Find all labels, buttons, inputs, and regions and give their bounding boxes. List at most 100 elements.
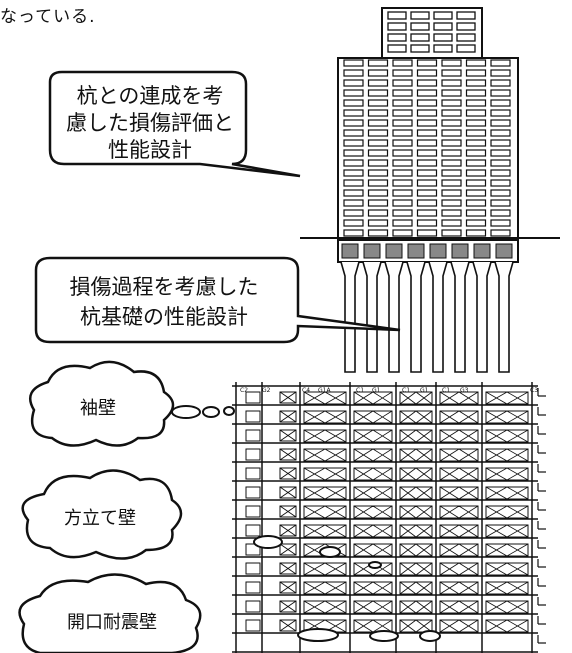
column-label: C2 <box>240 387 248 394</box>
wall-panel <box>353 486 393 500</box>
window <box>392 209 413 217</box>
callout-1-line-2: 慮した損傷評価と <box>66 111 234 135</box>
wall-panel <box>399 410 433 424</box>
wall-x <box>353 505 393 519</box>
wall-x <box>353 448 393 462</box>
window <box>367 219 389 227</box>
window <box>367 89 389 97</box>
window <box>343 69 364 77</box>
window <box>343 209 364 217</box>
window <box>392 169 413 177</box>
wall-panel <box>353 581 393 595</box>
window <box>410 11 430 20</box>
window <box>490 79 511 87</box>
callout-1-line-3: 性能設計 <box>108 138 192 162</box>
wall-x <box>353 524 393 538</box>
wall-x <box>439 619 479 633</box>
cloud-1-label: 袖壁 <box>80 398 116 419</box>
pile-cap <box>363 243 381 259</box>
wall-x <box>279 562 297 575</box>
column-label: C3 <box>530 387 538 394</box>
wall-x <box>439 448 479 462</box>
window <box>416 149 438 157</box>
wall-x <box>279 600 297 613</box>
wall-panel <box>399 467 433 481</box>
pile <box>472 261 492 373</box>
window <box>490 219 511 227</box>
wall-panel <box>439 448 479 462</box>
column-label: C1 <box>402 387 410 394</box>
wall-panel <box>303 600 347 614</box>
window <box>441 109 462 117</box>
wall-x <box>279 505 297 518</box>
window <box>343 169 364 177</box>
window <box>392 229 413 237</box>
wall-x <box>399 543 433 557</box>
wall-x <box>279 486 297 499</box>
wall-panel <box>485 429 529 443</box>
window <box>367 79 389 87</box>
pile-cap <box>341 243 359 259</box>
window <box>416 229 438 237</box>
window <box>416 209 438 217</box>
wall-x <box>279 391 297 404</box>
window <box>367 229 389 237</box>
wall-x <box>399 562 433 576</box>
wall-x <box>485 429 529 443</box>
window <box>416 129 438 137</box>
wall-x <box>303 562 347 576</box>
window <box>490 189 511 197</box>
wall-x <box>303 581 347 595</box>
wall-panel <box>353 429 393 443</box>
wall-panel <box>303 429 347 443</box>
window <box>392 139 413 147</box>
wall-panel <box>303 467 347 481</box>
wall-x <box>485 543 529 557</box>
wall-panel <box>353 448 393 462</box>
wall-x <box>399 467 433 481</box>
wall-x <box>353 391 393 405</box>
wall-x <box>279 581 297 594</box>
window <box>392 79 413 87</box>
wall-x <box>279 524 297 537</box>
wall-panel <box>485 410 529 424</box>
wall-x <box>303 505 347 519</box>
pile-cap <box>385 243 403 259</box>
wall-x <box>399 410 433 424</box>
window <box>392 149 413 157</box>
window <box>416 99 438 107</box>
cloud-1-trail-1 <box>171 405 201 419</box>
window <box>441 99 462 107</box>
wall-x <box>353 410 393 424</box>
window <box>410 44 430 53</box>
wall-x <box>303 391 347 405</box>
callout-pile-performance: 損傷過程を考慮した 杭基礎の性能設計 <box>34 256 401 344</box>
wall-x <box>485 505 529 519</box>
window <box>456 33 476 42</box>
window <box>465 119 487 127</box>
wall-panel <box>439 410 479 424</box>
window <box>433 44 453 53</box>
opening-ellipse <box>368 561 382 569</box>
window <box>433 11 453 20</box>
window <box>490 89 511 97</box>
window <box>416 199 438 207</box>
wall-x <box>279 429 297 442</box>
wall-x <box>485 410 529 424</box>
wall-panel <box>353 505 393 519</box>
wall-panel <box>485 581 529 595</box>
window <box>416 59 438 67</box>
wall-panel <box>303 410 347 424</box>
window <box>416 119 438 127</box>
window <box>387 22 407 31</box>
callout-2-line-1: 損傷過程を考慮した <box>70 275 259 299</box>
window <box>392 199 413 207</box>
window <box>343 59 364 67</box>
callout-coupled-damage: 杭との連成を考 慮した損傷評価と 性能設計 <box>48 70 301 178</box>
wall-panel <box>439 600 479 614</box>
cloud-1-shape <box>29 360 175 447</box>
window <box>343 179 364 187</box>
wall-x <box>439 581 479 595</box>
window <box>343 129 364 137</box>
column-label: G2 <box>262 387 271 394</box>
